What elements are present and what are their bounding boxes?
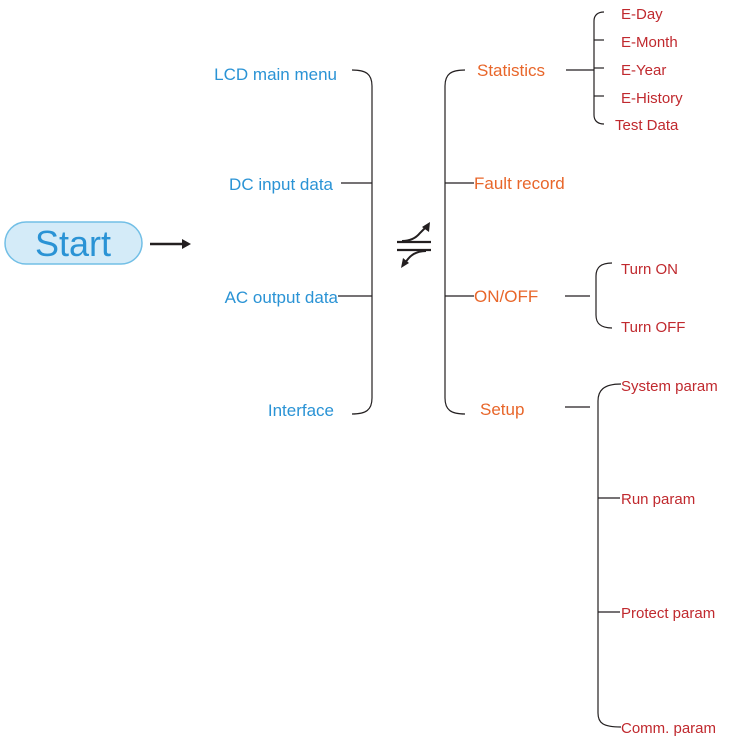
setup-item-run-param: Run param xyxy=(621,491,695,508)
sub-menu-bracket xyxy=(444,69,474,415)
sub-menu-item-on-off: ON/OFF xyxy=(474,287,538,306)
main-menu-item-lcd-main-menu: LCD main menu xyxy=(214,65,337,84)
setup-bracket xyxy=(565,383,622,728)
main-menu-item-interface: Interface xyxy=(268,401,334,420)
sub-menu-item-statistics: Statistics xyxy=(477,61,545,80)
statistics-item-e-month: E-Month xyxy=(621,34,678,51)
main-menu-item-ac-output-data: AC output data xyxy=(225,288,339,307)
statistics-item-e-history: E-History xyxy=(621,90,683,107)
main-menu-item-dc-input-data: DC input data xyxy=(229,175,333,194)
statistics-item-e-day: E-Day xyxy=(621,6,663,23)
setup-item-system-param: System param xyxy=(621,378,718,395)
start-node: Start xyxy=(4,221,143,265)
statistics-item-e-year: E-Year xyxy=(621,62,666,79)
switch-arrows-icon xyxy=(397,222,431,268)
start-label: Start xyxy=(35,223,111,264)
statistics-item-test-data: Test Data xyxy=(615,117,679,134)
main-menu-bracket xyxy=(338,69,373,415)
onoff-item-turn-on: Turn ON xyxy=(621,261,678,278)
setup-item-comm-param: Comm. param xyxy=(621,720,716,737)
sub-menu-item-setup: Setup xyxy=(480,400,524,419)
start-pill xyxy=(4,221,143,265)
statistics-bracket xyxy=(566,11,605,125)
right-arrow-icon xyxy=(150,239,191,249)
onoff-item-turn-off: Turn OFF xyxy=(621,319,685,336)
onoff-bracket xyxy=(565,262,613,329)
setup-item-protect-param: Protect param xyxy=(621,605,715,622)
sub-menu-item-fault-record: Fault record xyxy=(474,174,565,193)
